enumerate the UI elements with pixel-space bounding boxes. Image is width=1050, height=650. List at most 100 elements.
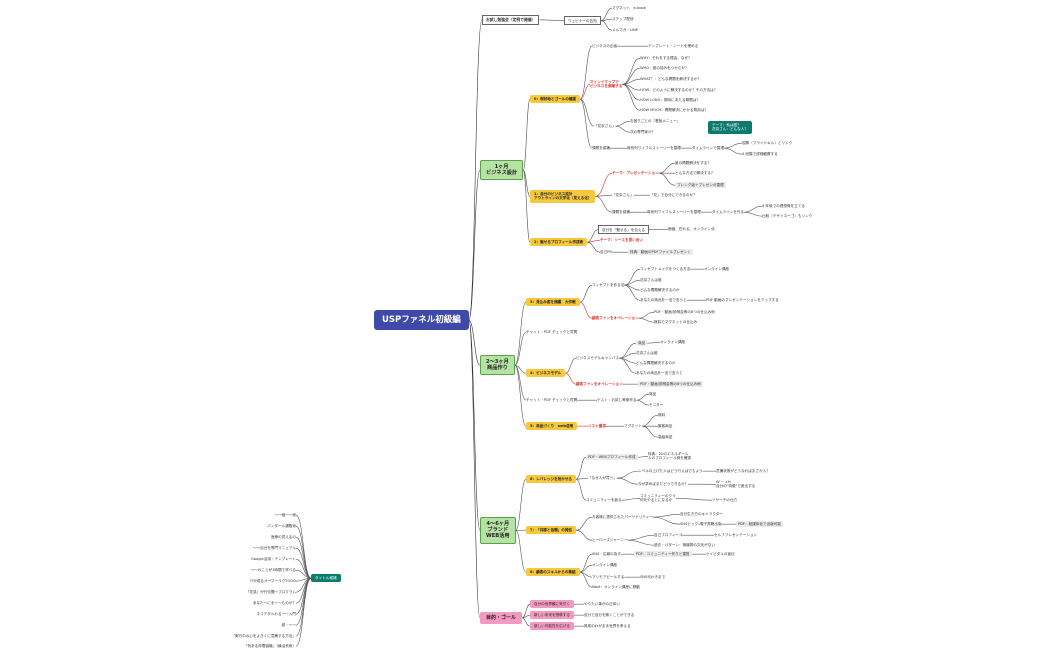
node[interactable]: 今が求めばまだどうできるか？ (638, 482, 689, 486)
node[interactable]: 時系列ワイフルストーリーを整理 (627, 146, 681, 150)
goal-note[interactable]: 既成のわがまま世界を考える (584, 624, 631, 628)
node[interactable]: PDF・動画/説明会等の8つの仕込み術 (638, 381, 703, 388)
node[interactable]: オンライン講座 (704, 267, 730, 271)
node[interactable]: テーマ：ソースを思い出い (600, 238, 643, 242)
node[interactable]: 集客商品 (658, 424, 673, 428)
section-2[interactable]: 2：魅せるプロフィール作成術 (530, 238, 588, 247)
node[interactable]: タイムラインで整理 (692, 146, 725, 150)
node[interactable]: PDF・WEBプロフィール作成 (586, 454, 638, 461)
mindmap-item[interactable]: WHY：それをする理由、なぜ？ (640, 56, 692, 60)
session-node[interactable]: お試し勉強会（定例で開催） (482, 15, 540, 25)
node[interactable]: 顧客ファンをオペレーション (592, 316, 639, 320)
node[interactable]: 価値、在れる、オンライン化 (668, 227, 715, 231)
session-leaf[interactable]: メルマガ・LINE (612, 28, 638, 32)
node[interactable]: テスト・お試し等案作る (597, 398, 637, 402)
node[interactable]: ケイピタルの宣伝 (706, 552, 735, 556)
node[interactable]: 無料 (658, 413, 666, 417)
branch-month1[interactable]: 1ヶ月 ビジネス設計 (480, 160, 524, 181)
node[interactable]: PDF 動画のプレゼンテーションをアップする (706, 298, 779, 302)
title-candidate[interactable]: 〜〜のことが1時間で学べる (250, 568, 296, 572)
node[interactable]: 商品 (649, 392, 657, 396)
node[interactable]: プレシグ組＋プレゼンの整理 (675, 182, 726, 189)
mindmap-item[interactable]: HOW：どのように解決するのか？その方法は？ (640, 88, 718, 92)
mindmap-item[interactable]: WHO：誰の悩みをつかむか？ (640, 66, 689, 70)
node[interactable]: 花奈さんは誰 (640, 278, 662, 282)
node[interactable]: どんな問題解決するのか (640, 288, 680, 292)
node[interactable]: 「花」で自分にできるのか？ (650, 193, 697, 197)
title-candidate[interactable]: パンタール通販術 (267, 524, 296, 528)
title-candidate[interactable]: 『実行中の心をよきくに意識する方法』 (231, 634, 296, 638)
node[interactable]: 電子書籍出版 (700, 522, 722, 526)
mindmap-item[interactable]: HOW MUCH：問題解決にかかる費用は？ (640, 108, 708, 112)
node[interactable]: W ~ ×H 自分の"特徴"で差出する (716, 480, 756, 489)
section-5[interactable]: 5：商品づくり web活用 (526, 422, 578, 431)
node[interactable]: 商品 (636, 340, 648, 347)
node[interactable]: 4 段階で詳細観察する (742, 152, 778, 156)
title-candidate[interactable]: 『気ある仲間協機』（練活系術） (243, 644, 296, 648)
node[interactable]: マグネット (624, 424, 642, 428)
node[interactable]: 特典：20のエネルギール 人のプロフィール例を確認 (648, 452, 692, 461)
node[interactable]: お客様に提供されたパーソナリティー (592, 515, 653, 519)
title-candidate[interactable]: 〜〜自分を専門マニュアル (252, 546, 296, 550)
node[interactable]: Next：オンライン講座に移動 (592, 585, 640, 589)
title-candidate[interactable]: Google活用・テンプレート (251, 557, 296, 561)
section-1[interactable]: 1：自分のビジネス設計 アウトラインの文字化（見える化） (530, 190, 596, 203)
node[interactable]: どんな方法で解決する？ (675, 171, 715, 175)
session-leaf[interactable]: ステップ配信 (612, 17, 634, 21)
node[interactable]: セルフプレゼンテーション (714, 533, 758, 537)
branch-month46[interactable]: 4～6ヶ月 ブランド WEB活用 (480, 517, 516, 544)
goal-item[interactable]: 自分の世界観に気付く (530, 600, 574, 609)
node[interactable]: オンライン講座 (592, 563, 618, 567)
session-child[interactable]: ウェビナーの告知 (564, 16, 601, 26)
node[interactable]: オンライン講座 (660, 340, 686, 344)
node[interactable]: 「花奈さん」 (612, 193, 634, 197)
node[interactable]: SNS代わきまで (640, 575, 666, 579)
title-candidate[interactable]: 「花成」が行伝聞〜プログラム (245, 590, 296, 594)
node[interactable]: 意識状態がどうなればまさか入？ (716, 469, 770, 473)
node[interactable]: 顧客ファンをオペレーション (576, 382, 623, 386)
node[interactable]: 時系列ワイフルストーリーを整理 (647, 210, 701, 214)
node[interactable]: コミュニティーを創る (586, 498, 622, 502)
session-leaf[interactable]: マグネット e-book (612, 6, 646, 10)
node[interactable]: 花奈さんは誰 (636, 351, 658, 355)
node[interactable]: テーマ：プレゼンテーション (612, 171, 659, 175)
node[interactable]: タイムラインを作る (712, 210, 745, 214)
goal-item[interactable]: 新しい未来を想像する (530, 611, 574, 620)
node[interactable]: リスト獲得 (588, 424, 606, 428)
title-candidates-node[interactable]: タイトル候補 (311, 574, 341, 583)
section-8[interactable]: 8：顧客のスキルからの集結 (526, 568, 580, 577)
section-3[interactable]: 3：見込み客を捕獲 大作戦 (526, 298, 580, 307)
section-7[interactable]: 7：「共感と信頼」の発信 (526, 526, 577, 535)
node[interactable]: 誰の問題解決をする？ (675, 161, 711, 165)
node[interactable]: コミュニティーのクラ 何をやるとになるか (640, 494, 676, 503)
node[interactable]: ビジネスの企画 (592, 44, 618, 48)
node[interactable]: モニター (649, 403, 664, 407)
node[interactable]: 4 年後での理想像を立てる (762, 204, 805, 208)
node[interactable]: コンセプトを作る法 (592, 283, 625, 287)
node[interactable]: 特典：動画のPDFファイルプレゼント (628, 249, 693, 256)
node[interactable]: ビジネスモデルキャンバス (576, 356, 620, 360)
node[interactable]: 自分を『魅せる』を伝える (598, 225, 650, 235)
node[interactable]: 高級商品 (658, 435, 673, 439)
node[interactable]: どんな問題解決するのか (636, 361, 676, 365)
node[interactable]: 比較（デザイネーゴ）もリンク (762, 214, 813, 218)
node[interactable]: 「花奈さん」 (594, 124, 616, 128)
node[interactable]: あなたの商品を一言で言うと (636, 371, 683, 375)
node[interactable]: SNS・広報の為す (592, 552, 621, 556)
section-4[interactable]: 4：ビジネスモデル (526, 369, 566, 378)
node[interactable]: 過去・パターン：無機物の文化がない (654, 543, 715, 547)
node[interactable]: チャット・PDF チェックと質問 (526, 330, 578, 334)
title-candidate[interactable]: 〜〜個〜〜術 (274, 513, 296, 517)
mindmap-item[interactable]: HOW LONG：期待にあたる期間は？ (640, 98, 700, 102)
node[interactable]: 「なぜ人が買う」 (588, 476, 617, 480)
goal-item[interactable]: 新しい可能性を広げる (530, 622, 574, 631)
node[interactable]: コンセプトメイクをつくる方法 (640, 267, 691, 271)
root-node[interactable]: USPファネル初級編 (374, 310, 469, 331)
node[interactable]: 次の専門家か？ (630, 130, 656, 134)
node[interactable]: 悩奪（プライドキル）とリンク (742, 141, 793, 145)
node[interactable]: ソサーチの仕方 (712, 498, 738, 502)
node[interactable]: 自己PR (600, 250, 612, 254)
node[interactable]: 無料でマグネットの仕込み (654, 320, 698, 324)
node[interactable]: お困りごとの『看板メニュー』 (630, 119, 681, 123)
title-candidate[interactable]: ネコデタルわるー〜入門 (256, 612, 296, 616)
